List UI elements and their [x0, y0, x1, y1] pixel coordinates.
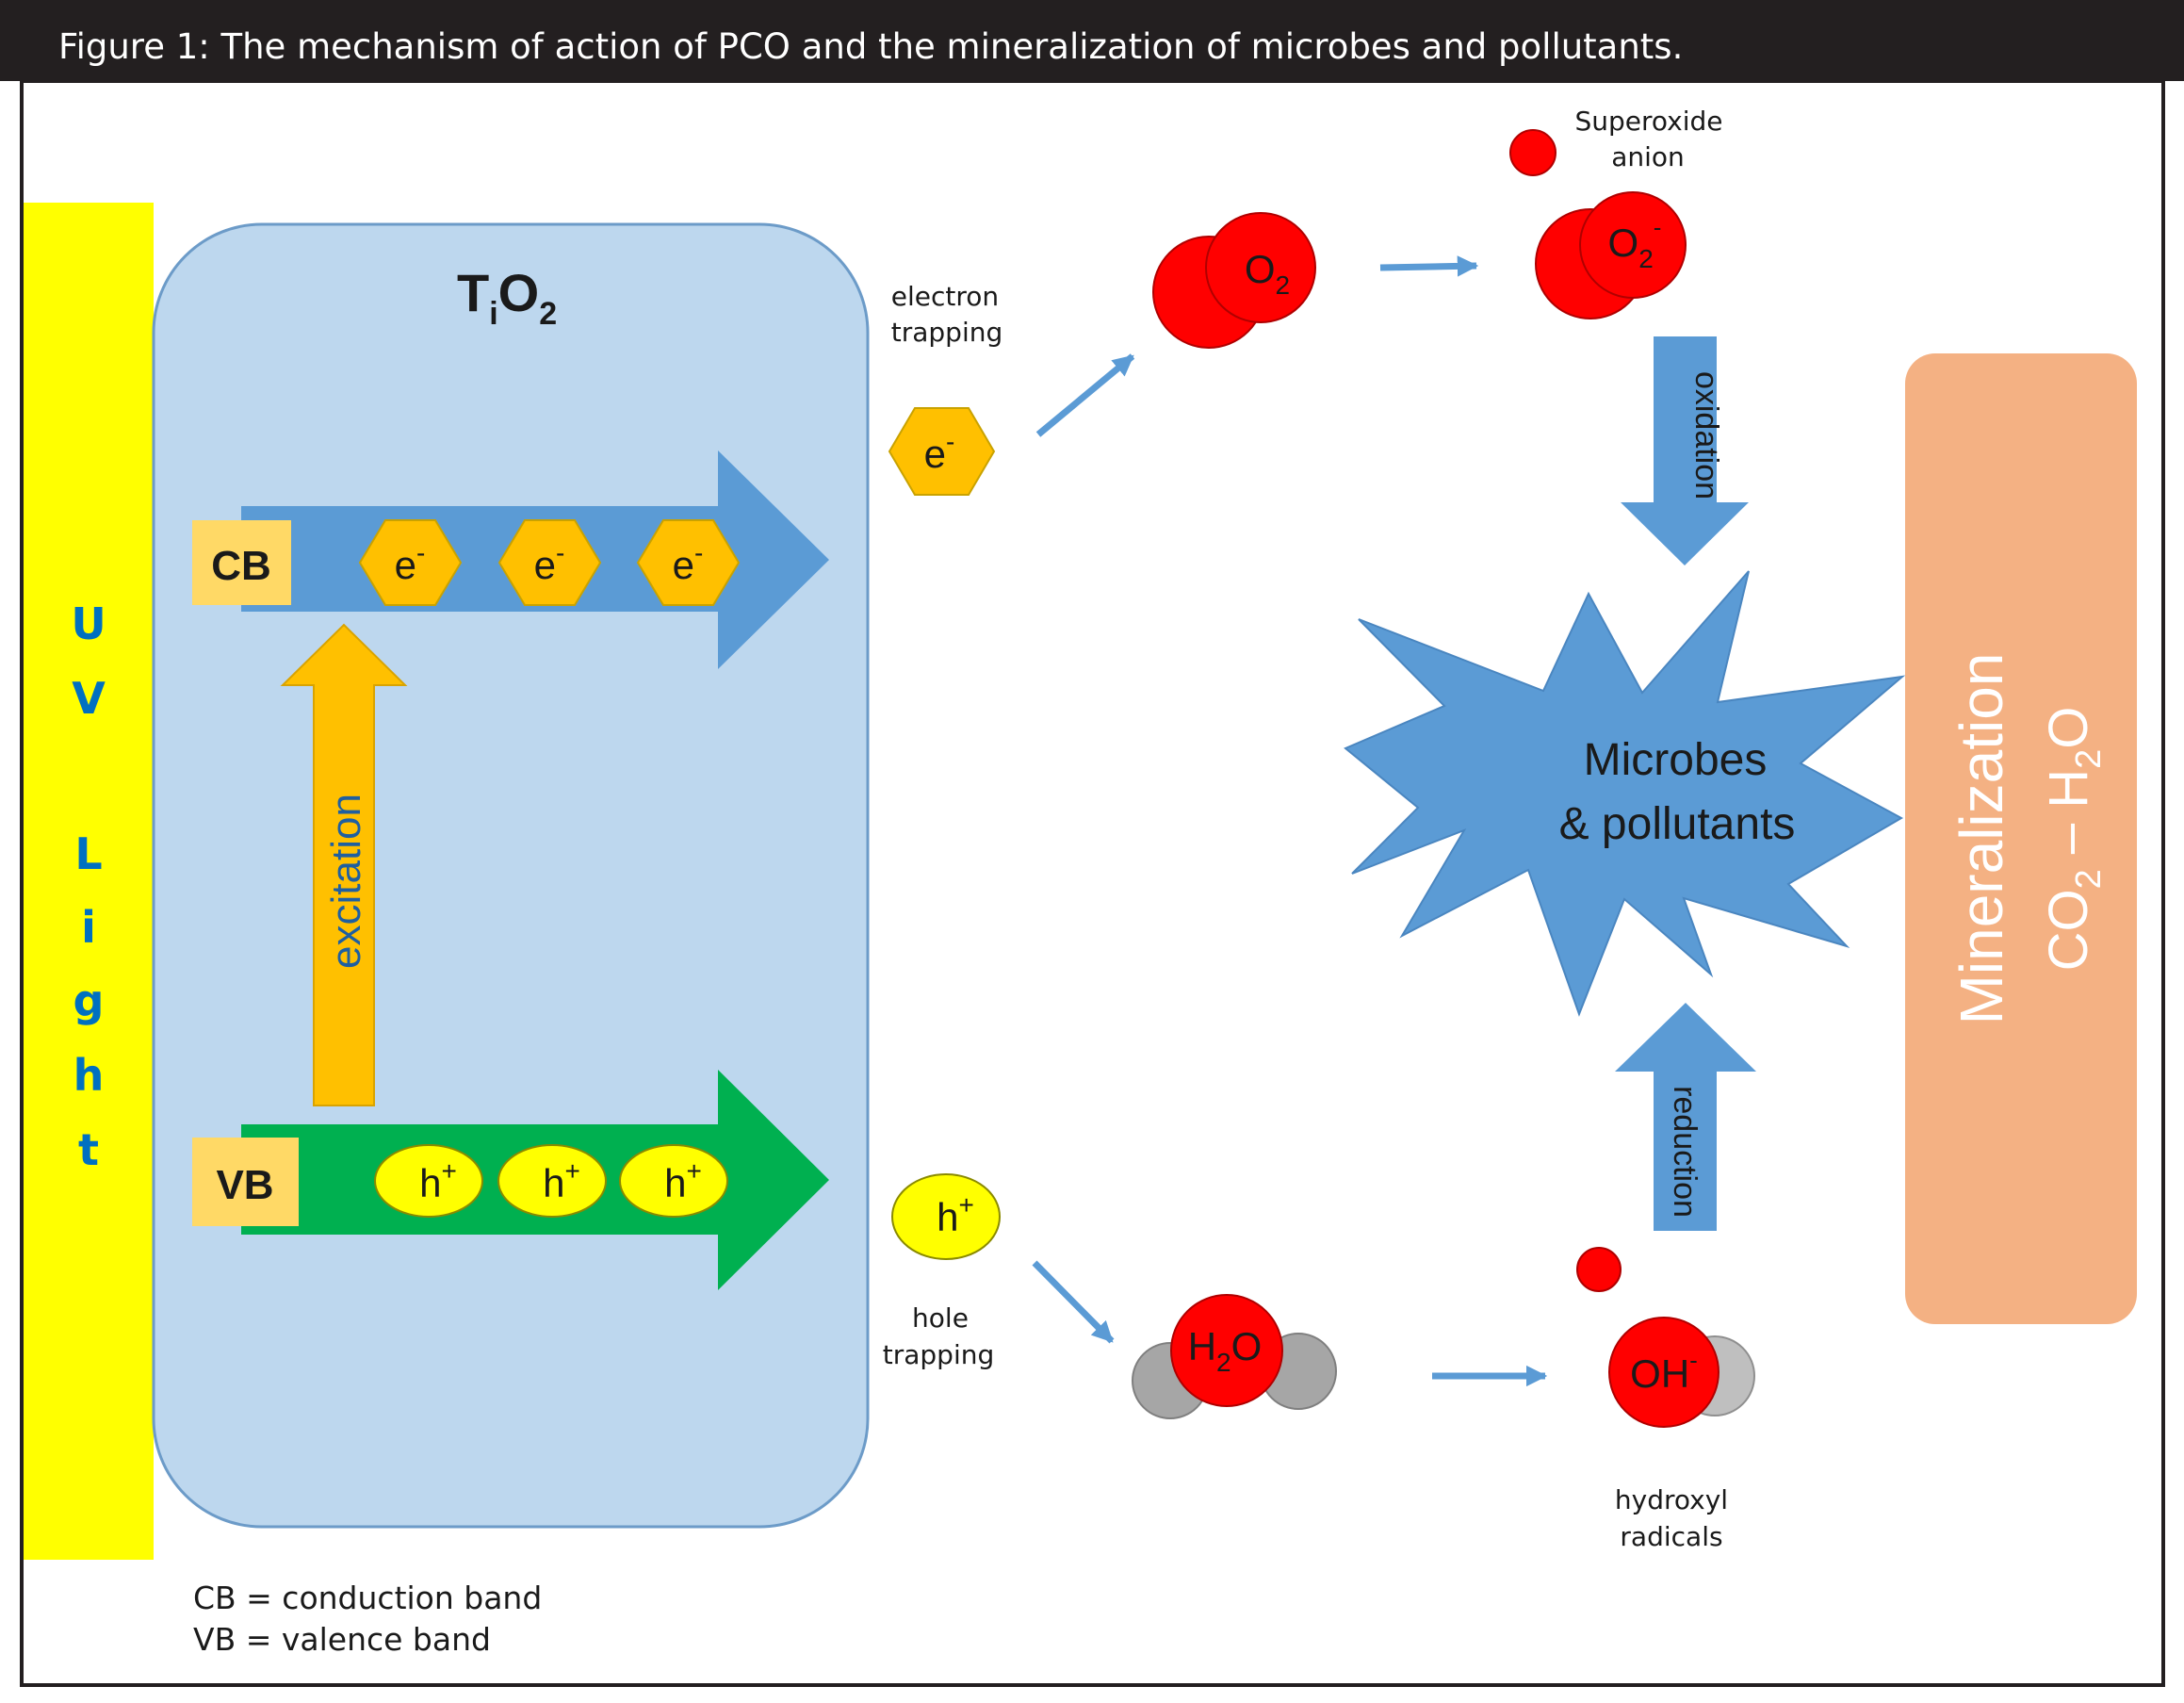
cb-electron-2: e- — [497, 519, 602, 606]
mineralization-products: CO2 – H2O — [2038, 707, 2109, 972]
figure-caption: Figure 1: The mechanism of action of PCO… — [58, 26, 1683, 67]
vb-label: VB — [216, 1162, 273, 1208]
light-letter-t: t — [78, 1124, 99, 1175]
svg-text:h+: h+ — [419, 1156, 457, 1205]
hydroxyl-label-line1: hydroxyl — [1615, 1484, 1728, 1515]
tio2-label: TiO2 — [457, 263, 557, 332]
svg-text:e-: e- — [924, 427, 955, 476]
cb-label: CB — [211, 543, 271, 589]
svg-text:e-: e- — [673, 538, 704, 587]
svg-text:h+: h+ — [543, 1156, 580, 1205]
svg-text:OH-: OH- — [1630, 1346, 1698, 1396]
uv-letter-u: U — [71, 598, 106, 649]
reduction-label: reduction — [1667, 1086, 1703, 1218]
light-letter-l: L — [74, 828, 102, 879]
mineralization-title: Mineralization — [1948, 653, 2015, 1025]
superoxide-label-line1: Superoxide — [1574, 106, 1722, 137]
water-molecule: H2O — [1132, 1294, 1337, 1419]
hole-to-water-arrow — [1032, 1260, 1115, 1344]
vb-hole-2: h+ — [497, 1144, 607, 1218]
cb-electron-1: e- — [358, 519, 463, 606]
oxygen-to-superoxide-arrow — [1379, 255, 1479, 277]
svg-text:e-: e- — [534, 538, 565, 587]
svg-text:h+: h+ — [937, 1190, 974, 1239]
svg-text:h+: h+ — [664, 1156, 702, 1205]
vb-label-box — [192, 1138, 299, 1226]
oxygen-molecule: O2 — [1152, 212, 1316, 349]
excitation-label: excitation — [323, 794, 369, 969]
mineralization-box — [1905, 353, 2137, 1324]
cb-electron-3: e- — [636, 519, 741, 606]
hole-trapping-line1: hole — [912, 1302, 969, 1334]
microbes-label: Microbes — [1584, 735, 1768, 785]
oxidation-label: oxidation — [1688, 371, 1724, 499]
hydroxyl-radical: OH- — [1608, 1317, 1755, 1428]
legend-vb: VB = valence band — [193, 1621, 491, 1658]
svg-text:O2-: O2- — [1608, 213, 1662, 273]
light-letter-h: h — [73, 1050, 105, 1101]
cb-label-box — [192, 520, 291, 605]
superoxide-anion: O2- — [1535, 191, 1687, 319]
svg-text:H2O: H2O — [1188, 1324, 1263, 1377]
svg-text:e-: e- — [395, 538, 426, 587]
reduction-arrow — [1615, 1003, 1756, 1231]
caption-bar — [0, 0, 2184, 81]
light-letter-i: i — [81, 902, 96, 953]
oxidation-arrow — [1621, 336, 1749, 565]
hydroxyl-electron-dot — [1576, 1247, 1622, 1292]
electron-trapping-line2: trapping — [891, 317, 1003, 348]
uv-light-label: U V L i g h t — [71, 598, 106, 1175]
tio2-particle-box — [152, 222, 870, 1529]
vb-hole-3: h+ — [619, 1144, 728, 1218]
hole-trapping-line2: trapping — [883, 1339, 995, 1370]
light-letter-g: g — [73, 975, 105, 1026]
superoxide-label-line2: anion — [1611, 141, 1685, 172]
hydroxyl-label-line2: radicals — [1620, 1521, 1722, 1552]
superoxide-electron-dot — [1509, 129, 1557, 176]
trapped-electron: e- — [888, 407, 996, 496]
legend-cb: CB = conduction band — [193, 1580, 542, 1616]
electron-trapping-line1: electron — [891, 281, 999, 312]
uv-letter-v: V — [72, 673, 106, 724]
vb-hole-1: h+ — [374, 1144, 483, 1218]
trapped-hole: h+ — [891, 1173, 1001, 1260]
svg-text:O2: O2 — [1245, 247, 1290, 300]
excitation-arrow — [280, 623, 408, 1106]
electron-to-oxygen-arrow — [1035, 353, 1135, 437]
uv-light-bar — [24, 203, 154, 1560]
microbes-pollutants-burst — [1344, 570, 1906, 1017]
pollutants-label: & pollutants — [1559, 799, 1796, 849]
